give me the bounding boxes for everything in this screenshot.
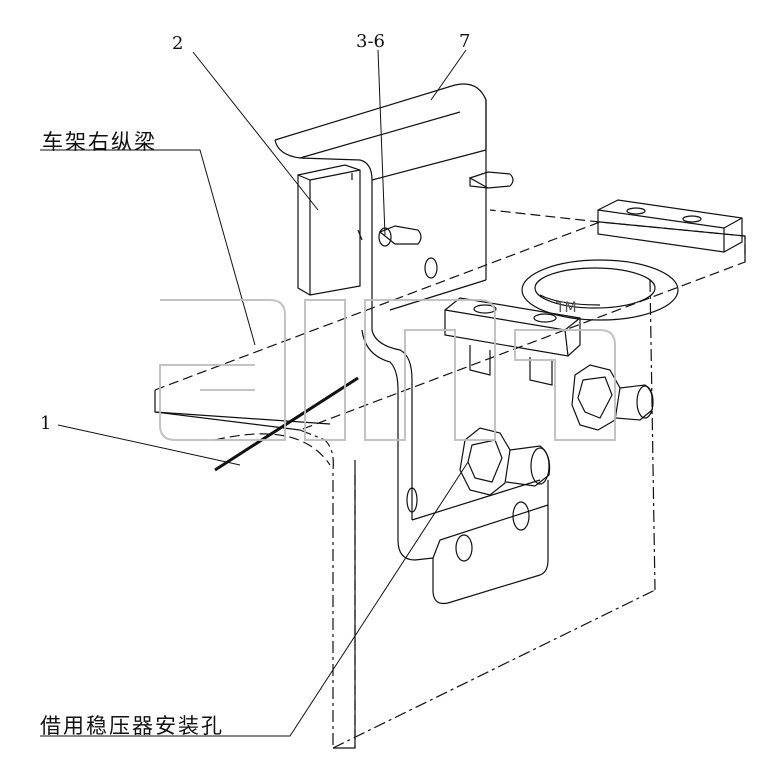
label-part-7: 7	[459, 31, 471, 52]
frame-rail	[154, 209, 746, 749]
label-part-3-6: 3-6	[356, 31, 385, 52]
rail-hole	[521, 259, 679, 321]
label-part-2: 2	[172, 33, 184, 54]
clamp-block-center	[444, 297, 581, 386]
watermark	[159, 299, 616, 441]
bolts-3-6	[357, 171, 514, 247]
label-frame-right-rail: 车架右纵梁	[42, 130, 157, 154]
component-2	[297, 164, 361, 296]
wire-1	[214, 376, 359, 472]
bracket-7	[274, 83, 549, 605]
label-part-1: 1	[40, 413, 52, 434]
watermark-tm: TM	[555, 300, 577, 316]
nut-left	[459, 427, 551, 496]
block-top-right	[597, 199, 743, 253]
nut-right	[571, 364, 654, 431]
leader-lines	[40, 49, 469, 737]
label-regulator-mount-hole: 借用稳压器安装孔	[40, 714, 224, 738]
